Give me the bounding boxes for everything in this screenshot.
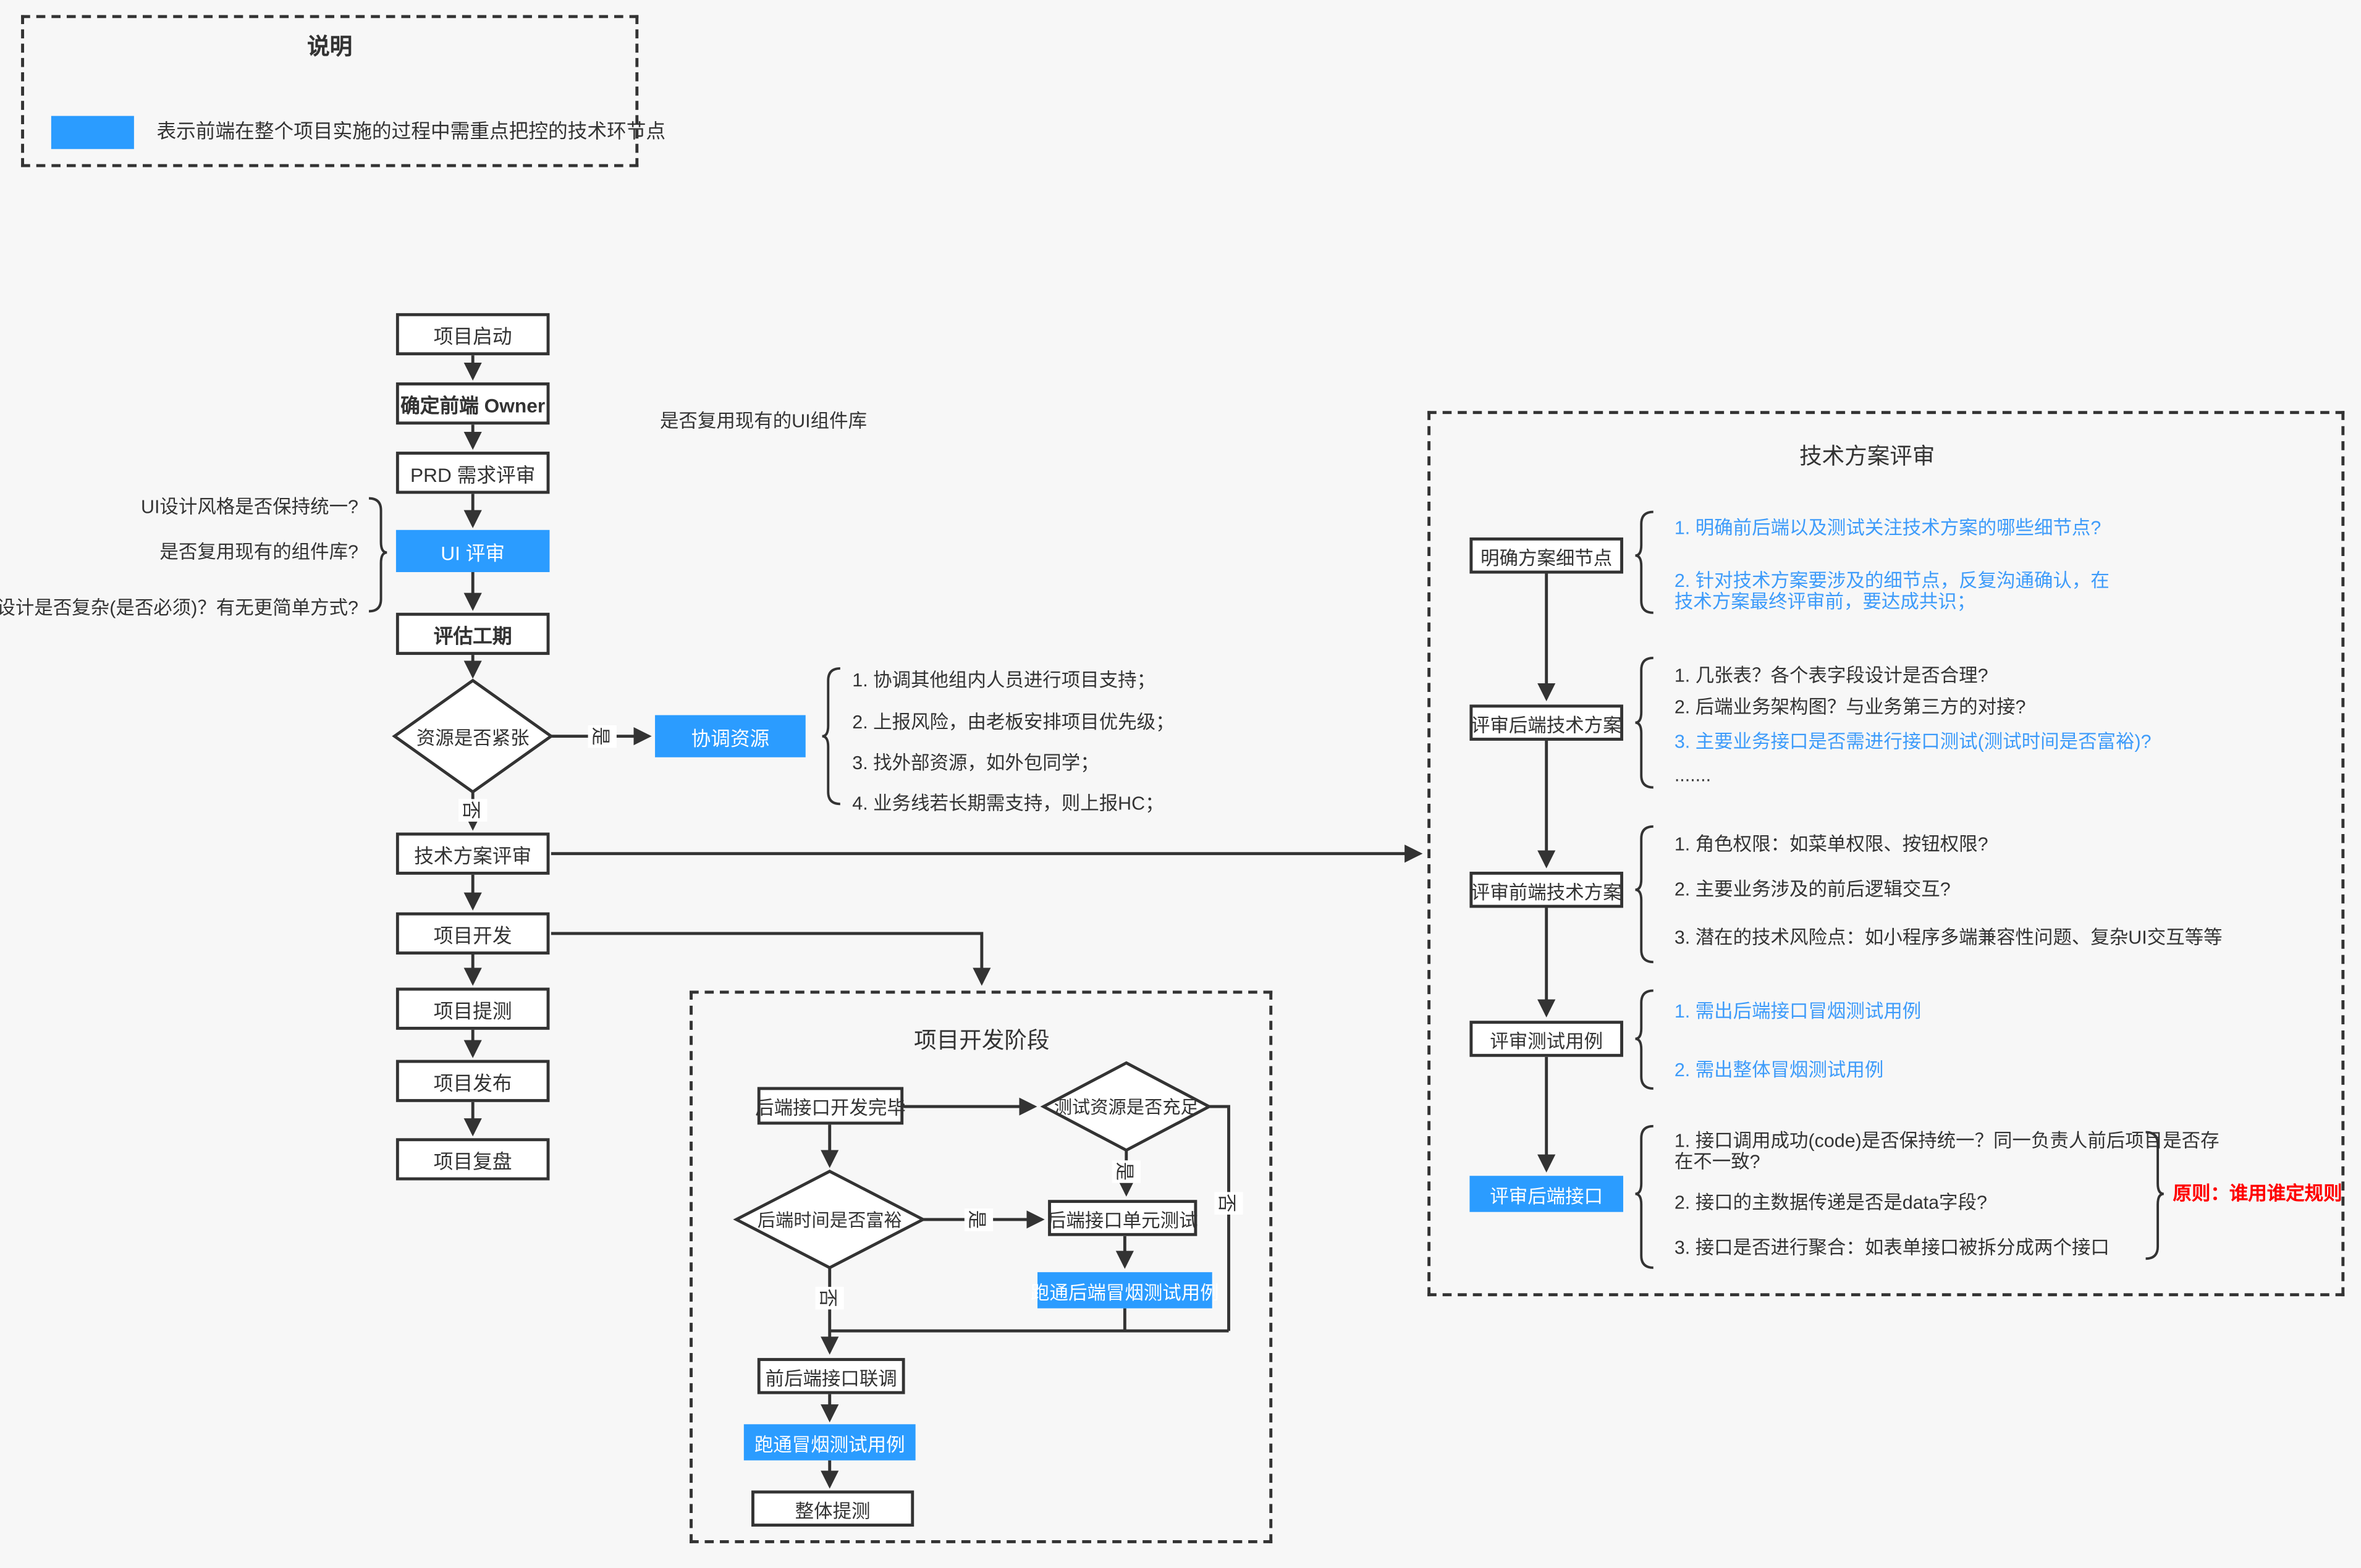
node-project-start: 项目启动 (395, 313, 550, 356)
panel-note: ....... (1674, 764, 1712, 786)
node-coordinate-resource: 协调资源 (655, 715, 806, 757)
node-joint-debug: 前后端接口联调 (757, 1358, 905, 1394)
ui-question-3: 交互设计是否复杂(是否必须)？有无更简单方式? (0, 597, 358, 619)
node-review-backend-plan: 评审后端技术方案 (1469, 704, 1623, 741)
coordinate-note-4: 4. 业务线若长期需支持，则上报HC； (852, 793, 1164, 814)
node-overall-test: 整体提测 (751, 1490, 914, 1527)
node-review-backend-api: 评审后端接口 (1469, 1176, 1623, 1212)
node-backend-smoke: 跑通后端冒烟测试用例 (1031, 1272, 1219, 1309)
node-ui-review: UI 评审 (395, 529, 550, 573)
node-prd-review: PRD 需求评审 (395, 452, 550, 494)
label-yes-testresource: 是 (1112, 1160, 1141, 1182)
label-yes-backendtime: 是 (964, 1208, 994, 1231)
panel-note: 1. 接口调用成功(code)是否保持统一？同一负责人前后项目是否存 (1674, 1130, 2220, 1152)
tech-panel-box (1427, 411, 2345, 1297)
panel-note: 3. 接口是否进行聚合：如表单接口被拆分成两个接口 (1674, 1237, 2110, 1258)
brace-panel-section-1 (1635, 510, 1654, 614)
node-estimate-schedule: 评估工期 (395, 612, 550, 655)
legend-box (21, 15, 639, 167)
node-frontend-owner: 确定前端 Owner (395, 382, 550, 425)
legend-accent-swatch (51, 116, 134, 150)
dev-stage-box (690, 990, 1273, 1543)
node-unit-test: 后端接口单元测试 (1047, 1200, 1198, 1236)
brace-coordinate-notes (822, 667, 840, 806)
ui-question-1: UI设计风格是否保持统一? (140, 496, 358, 518)
coordinate-note-3: 3. 找外部资源，如外包同学； (852, 752, 1099, 774)
legend-description: 表示前端在整个项目实施的过程中需重点把控的技术环节点 (156, 119, 666, 143)
tech-panel-title: 技术方案评审 (1799, 444, 1935, 470)
label-no-testresource: 否 (1214, 1192, 1243, 1214)
label-no-backendtime: 否 (815, 1286, 844, 1309)
label-backend-time: 后端时间是否富裕 (757, 1210, 902, 1231)
node-project-release: 项目发布 (395, 1060, 550, 1102)
brace-panel-section-3 (1635, 825, 1654, 964)
panel-note: 技术方案最终评审前，要达成共识； (1674, 591, 1976, 613)
dev-stage-title: 项目开发阶段 (914, 1028, 1050, 1054)
brace-panel-section-2 (1635, 656, 1654, 789)
brace-principle (2145, 1131, 2165, 1260)
diamond-resource-tight (392, 678, 554, 794)
diamond-test-resource (1040, 1061, 1213, 1152)
brace-panel-section-4 (1635, 989, 1654, 1090)
node-project-retro: 项目复盘 (395, 1138, 550, 1181)
diamond-backend-time (733, 1170, 927, 1270)
node-project-dev: 项目开发 (395, 912, 550, 955)
panel-note: 1. 需出后端接口冒烟测试用例 (1674, 1001, 1922, 1022)
node-review-testcases: 评审测试用例 (1469, 1021, 1623, 1057)
panel-note: 1. 几张表？各个表字段设计是否合理? (1674, 665, 1988, 686)
wire-testresource-no (1209, 1105, 1230, 1331)
panel-note: 3. 潜在的技术风险点：如小程序多端兼容性问题、复杂UI交互等等 (1674, 927, 2223, 948)
node-backend-done: 后端接口开发完毕 (755, 1087, 906, 1125)
node-review-frontend-plan: 评审前端技术方案 (1469, 871, 1623, 908)
panel-note: 2. 需出整体冒烟测试用例 (1674, 1060, 1884, 1081)
label-yes-resource: 是 (588, 725, 617, 748)
panel-note: 2. 接口的主数据传递是否是data字段? (1674, 1192, 1987, 1213)
panel-note: 2. 后端业务架构图？与业务第三方的对接? (1674, 696, 2026, 718)
label-resource-decision: 资源是否紧张 (416, 728, 530, 749)
note-ui-component-lib: 是否复用现有的UI组件库 (659, 410, 868, 432)
node-tech-review: 技术方案评审 (395, 832, 550, 875)
brace-panel-section-5 (1635, 1124, 1654, 1269)
panel-note: 1. 角色权限：如菜单权限、按钮权限? (1674, 833, 1988, 855)
panel-note: 2. 针对技术方案要涉及的细节点，反复沟通确认，在 (1674, 570, 2110, 592)
coordinate-note-2: 2. 上报风险，由老板安排项目优先级； (852, 712, 1175, 733)
ui-question-2: 是否复用现有的组件库? (159, 541, 358, 563)
label-no-resource: 否 (458, 799, 488, 821)
node-clarify-details: 明确方案细节点 (1469, 537, 1623, 574)
panel-note: 1. 明确前后端以及测试关注技术方案的哪些细节点? (1674, 517, 2101, 539)
node-smoke: 跑通冒烟测试用例 (743, 1424, 916, 1461)
label-test-resource: 测试资源是否充足 (1054, 1097, 1199, 1118)
panel-note: 2. 主要业务涉及的前后逻辑交互? (1674, 879, 1951, 900)
legend-title: 说明 (307, 35, 353, 61)
panel-note: 3. 主要业务接口是否需进行接口测试(测试时间是否富裕)? (1674, 731, 2152, 752)
coordinate-note-1: 1. 协调其他组内人员进行项目支持； (852, 669, 1156, 691)
panel-note: 在不一致? (1674, 1151, 1760, 1173)
brace-ui-questions (368, 497, 387, 613)
arrow-dev-devstage (551, 932, 991, 986)
node-project-test: 项目提测 (395, 987, 550, 1030)
panel-principle: 原则：谁用谁定规则 (2173, 1182, 2342, 1205)
